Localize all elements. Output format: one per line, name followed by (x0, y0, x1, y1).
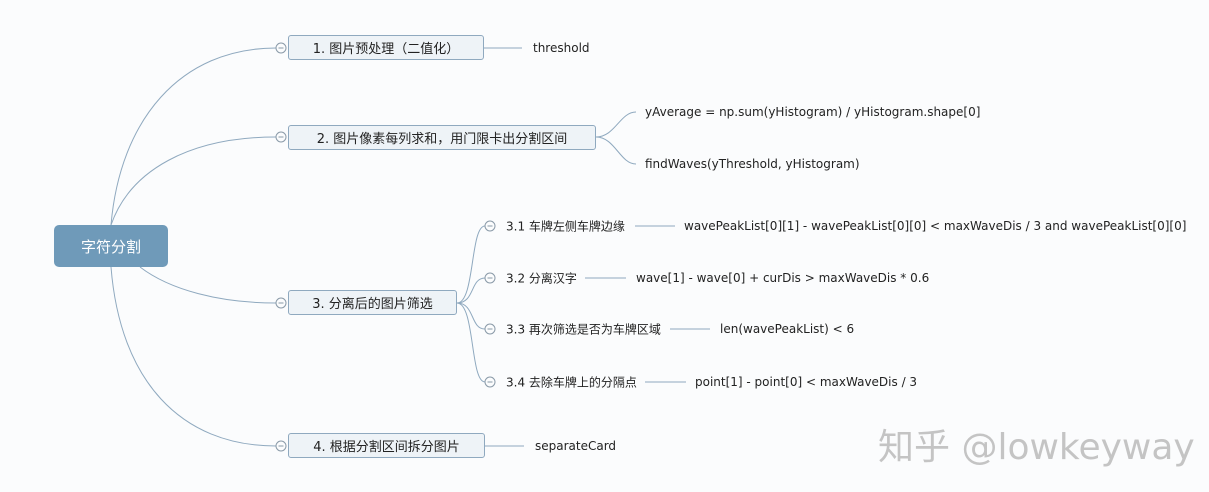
watermark: 知乎 @lowkeyway (878, 427, 1195, 468)
leaf-node[interactable]: len(wavePeakList) < 6 (720, 322, 855, 336)
sub-node[interactable]: 3.1 车牌左侧车牌边缘 (506, 219, 625, 234)
leaf-node[interactable]: findWaves(yThreshold, yHistogram) (645, 157, 860, 171)
collapse-icon[interactable] (484, 272, 496, 284)
leaf-node[interactable]: point[1] - point[0] < maxWaveDis / 3 (695, 375, 918, 389)
sub-node[interactable]: 3.3 再次筛选是否为车牌区域 (506, 322, 661, 337)
branch-node-2[interactable]: 2. 图片像素每列求和，用门限卡出分割区间 (288, 125, 596, 150)
collapse-icon[interactable] (275, 297, 287, 309)
branch-node-3[interactable]: 3. 分离后的图片筛选 (288, 290, 457, 315)
collapse-icon[interactable] (484, 376, 496, 388)
collapse-icon[interactable] (275, 440, 287, 452)
leaf-node[interactable]: yAverage = np.sum(yHistogram) / yHistogr… (645, 105, 981, 119)
collapse-icon[interactable] (275, 42, 287, 54)
sub-node[interactable]: 3.4 去除车牌上的分隔点 (506, 375, 637, 390)
leaf-node[interactable]: wave[1] - wave[0] + curDis > maxWaveDis … (636, 271, 930, 285)
leaf-node[interactable]: wavePeakList[0][1] - wavePeakList[0][0] … (684, 219, 1187, 233)
collapse-icon[interactable] (484, 323, 496, 335)
collapse-icon[interactable] (275, 131, 287, 143)
branch-node-4[interactable]: 4. 根据分割区间拆分图片 (288, 433, 485, 458)
sub-node[interactable]: 3.2 分离汉字 (506, 271, 577, 286)
collapse-icon[interactable] (484, 220, 496, 232)
leaf-node[interactable]: threshold (533, 41, 590, 55)
leaf-node[interactable]: separateCard (535, 439, 617, 453)
branch-node-1[interactable]: 1. 图片预处理（二值化） (288, 35, 484, 60)
root-node[interactable]: 字符分割 (54, 225, 168, 267)
